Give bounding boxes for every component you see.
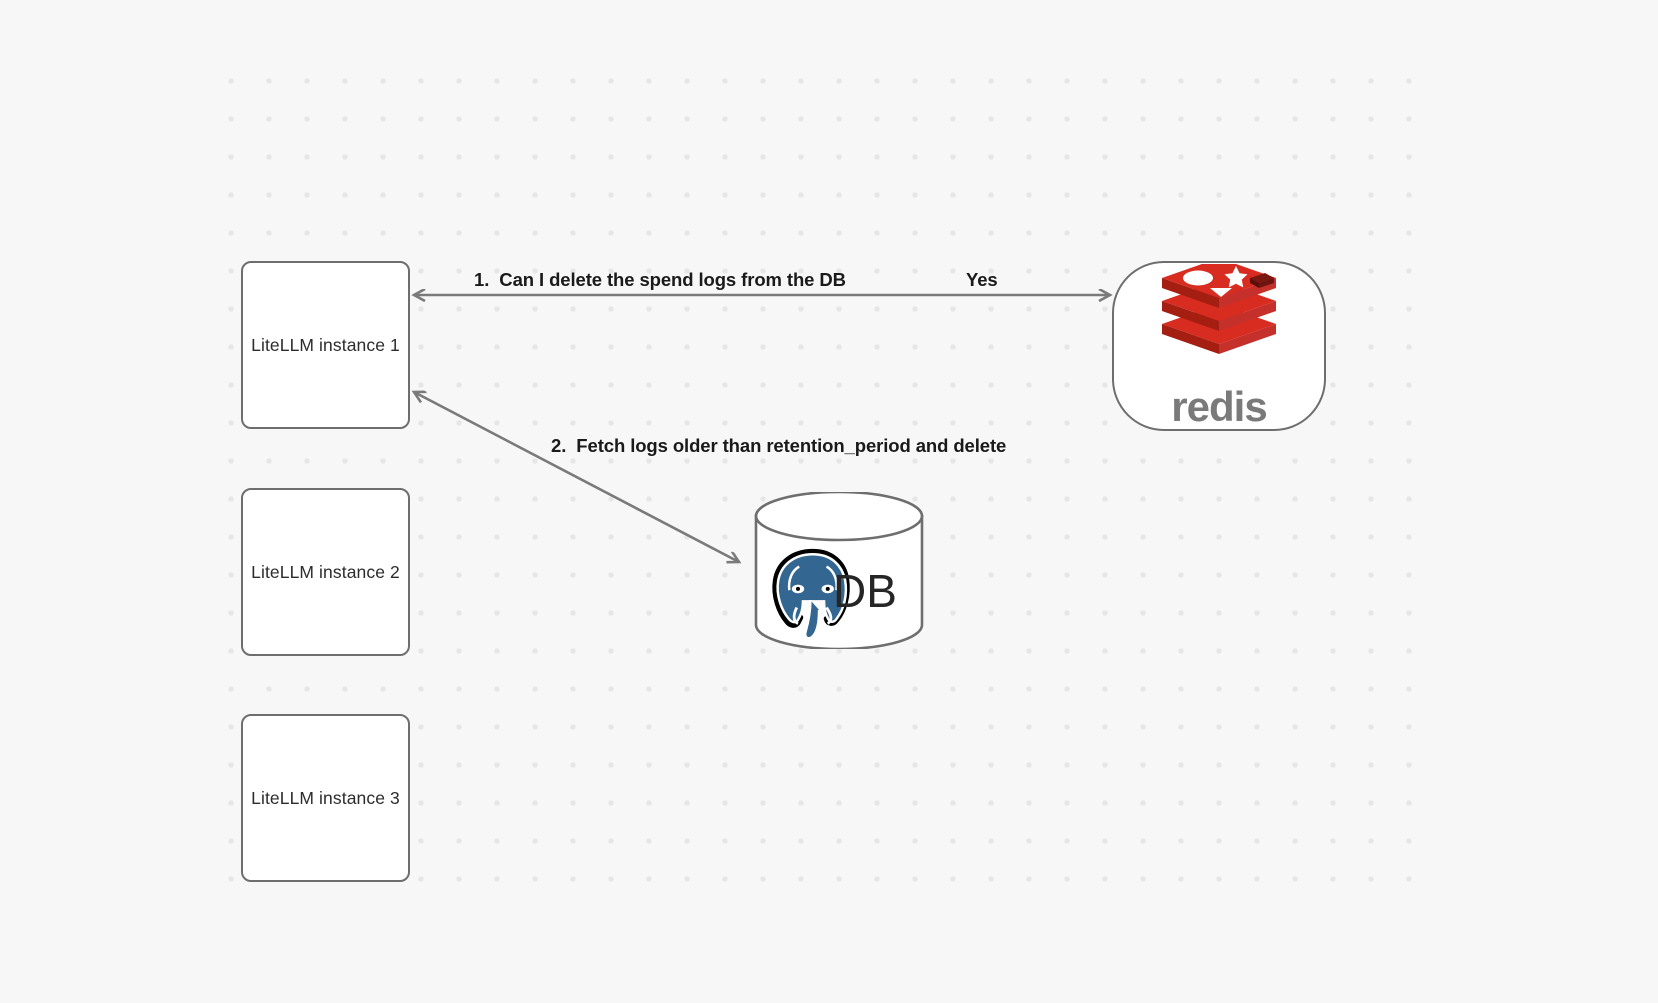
redis-wordmark: redis: [1171, 383, 1267, 430]
cylinder-top: [754, 492, 924, 542]
node-label: LiteLLM instance 1: [251, 334, 400, 355]
node-database[interactable]: DB: [753, 492, 925, 649]
node-litellm-instance-3[interactable]: LiteLLM instance 3: [241, 714, 410, 882]
edge-label-fetch-delete: 2. Fetch logs older than retention_perio…: [551, 435, 1007, 456]
node-litellm-instance-2[interactable]: LiteLLM instance 2: [241, 488, 410, 656]
node-label: LiteLLM instance 2: [251, 561, 400, 582]
node-redis[interactable]: redis: [1112, 261, 1326, 431]
edge-label-response: Yes: [966, 269, 998, 290]
db-label: DB: [833, 565, 897, 617]
node-label: LiteLLM instance 3: [251, 787, 400, 808]
edge-litellm1-db: [414, 392, 739, 562]
redis-logo: [1162, 264, 1276, 354]
edge-label-request: 1. Can I delete the spend logs from the …: [474, 269, 846, 290]
node-litellm-instance-1[interactable]: LiteLLM instance 1: [241, 261, 410, 429]
postgresql-elephant-icon: [772, 548, 850, 640]
